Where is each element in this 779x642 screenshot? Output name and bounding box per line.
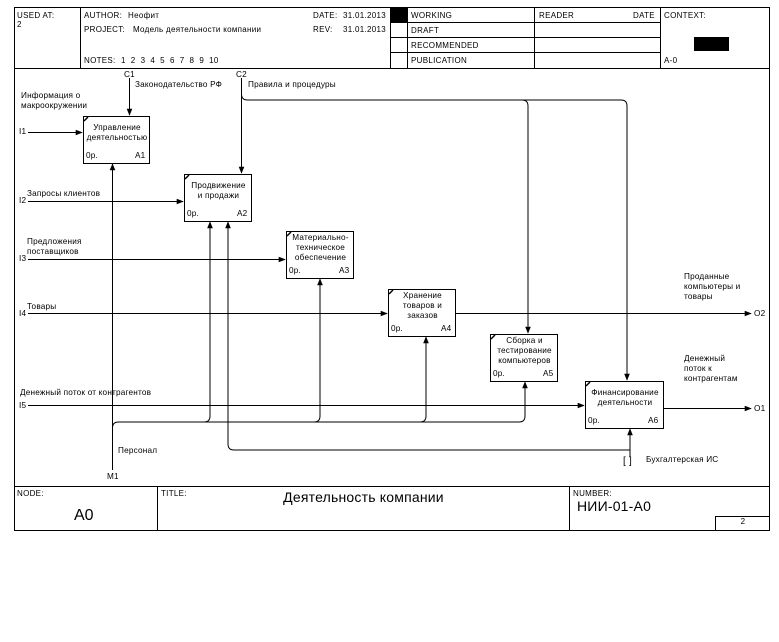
box-a5-label: Сборка и тестирование компьютеров [497, 336, 552, 365]
activity-box-a2[interactable] [184, 174, 252, 222]
arrow-paths [28, 78, 752, 470]
node-value: A0 [74, 507, 94, 524]
status-publication[interactable]: PUBLICATION [411, 56, 468, 65]
arrow-m1-to-a4 [419, 336, 429, 423]
tunnel-icon: [ ] [623, 456, 632, 467]
box-a5-cost: 0р. [493, 369, 505, 378]
box-a3-label: Материально- техническое обеспечение [292, 233, 349, 262]
arrow-i5-label: Денежный поток от контрагентов [20, 388, 152, 397]
arrow-o1-label: Денежный поток к контрагентам [684, 354, 738, 383]
arrow-i5-code: I5 [19, 401, 27, 410]
status-recommended[interactable]: RECOMMENDED [411, 41, 479, 50]
box-a1-code: A1 [135, 151, 146, 160]
arrow-i2-label: Запросы клиентов [27, 189, 101, 198]
arrow-c2-to-a5 [241, 93, 531, 334]
arrow-c2-label: Правила и процедуры [248, 80, 336, 89]
document-number: НИИ-01-А0 [577, 498, 652, 514]
reader-date-label: DATE [633, 11, 655, 20]
arrow-i4-code: I4 [19, 309, 27, 318]
box-a2-code: A2 [237, 209, 248, 218]
page-number: 2 [740, 517, 746, 526]
notes-label: NOTES: [84, 56, 116, 65]
used-at-label: USED AT: [17, 11, 55, 20]
arrow-o2-code: O2 [754, 309, 766, 318]
arrow-i3-label: Предложения поставщиков [27, 237, 82, 256]
box-a6-cost: 0р. [588, 416, 600, 425]
working-status-fill [391, 8, 407, 22]
arrow-m1-to-a3 [313, 278, 323, 423]
arrow-i3-code: I3 [19, 254, 27, 263]
title-label: TITLE: [161, 489, 187, 498]
node-label: NODE: [17, 489, 44, 498]
arrow-c1-code: C1 [124, 70, 135, 79]
author-value: Неофит [128, 11, 160, 20]
author-label: AUTHOR: [84, 11, 123, 20]
number-label: NUMBER: [573, 489, 612, 498]
box-a6-code: A6 [648, 416, 659, 425]
rev-value: 31.01.2013 [343, 25, 387, 34]
status-working[interactable]: WORKING [411, 11, 453, 20]
frame-lines [14, 7, 770, 531]
box-a4-code: A4 [441, 324, 452, 333]
box-a5-code: A5 [543, 369, 554, 378]
arrow-o1-code: O1 [754, 404, 766, 413]
date-value: 31.01.2013 [343, 11, 387, 20]
arrow-i2-code: I2 [19, 196, 27, 205]
arrow-i4-label: Товары [27, 302, 57, 311]
arrow-c2-to-a6 [522, 99, 628, 380]
context-label: CONTEXT: [664, 11, 706, 20]
arrow-i1-label: Информация о макроокружении [21, 91, 88, 110]
arrow-mech-label: Бухгалтерская ИС [646, 455, 719, 464]
arrow-m1-label: Персонал [118, 446, 158, 455]
arrow-m1-to-a2 [203, 221, 213, 423]
rev-label: REV: [313, 25, 333, 34]
arrow-o2-label: Проданные компьютеры и товары [684, 272, 741, 301]
activity-box-a5[interactable] [490, 334, 558, 382]
reader-label: READER [539, 11, 575, 20]
activity-box-a3[interactable] [286, 231, 354, 279]
project-label: PROJECT: [84, 25, 126, 34]
box-a2-cost: 0р. [187, 209, 199, 218]
box-a3-code: A3 [339, 266, 350, 275]
status-draft[interactable]: DRAFT [411, 26, 440, 35]
box-a4-label: Хранение товаров и заказов [402, 291, 443, 320]
box-a1-label: Управление деятельностью [86, 123, 148, 142]
box-a1-cost: 0р. [86, 151, 98, 160]
box-corner-marks [83, 116, 591, 387]
date-label: DATE: [313, 11, 338, 20]
box-a4-cost: 0р. [391, 324, 403, 333]
arrow-c1-label: Законодательство РФ [135, 80, 223, 89]
box-a6-label: Финансирование деятельности [591, 388, 659, 407]
context-node: A-0 [664, 56, 678, 65]
arrow-c2-code: C2 [236, 70, 247, 79]
activity-box-a4[interactable] [388, 289, 456, 337]
notes-value: 1 2 3 4 5 6 7 8 9 10 [121, 56, 219, 65]
box-a2-label: Продвижение и продажи [191, 181, 246, 200]
context-thumbnail [694, 37, 729, 51]
used-at-value: 2 [17, 20, 22, 29]
activity-box-a1[interactable] [83, 116, 150, 164]
box-a3-cost: 0р. [289, 266, 301, 275]
arrow-mech-to-a2 [225, 221, 630, 451]
project-value: Модель деятельности компании [133, 25, 262, 34]
arrow-m1-branch [112, 381, 528, 429]
activity-box-a6[interactable] [585, 381, 664, 429]
page-title: Деятельность компании [283, 489, 444, 505]
arrow-i1-code: I1 [19, 127, 27, 136]
arrow-m1-code: M1 [107, 472, 119, 481]
